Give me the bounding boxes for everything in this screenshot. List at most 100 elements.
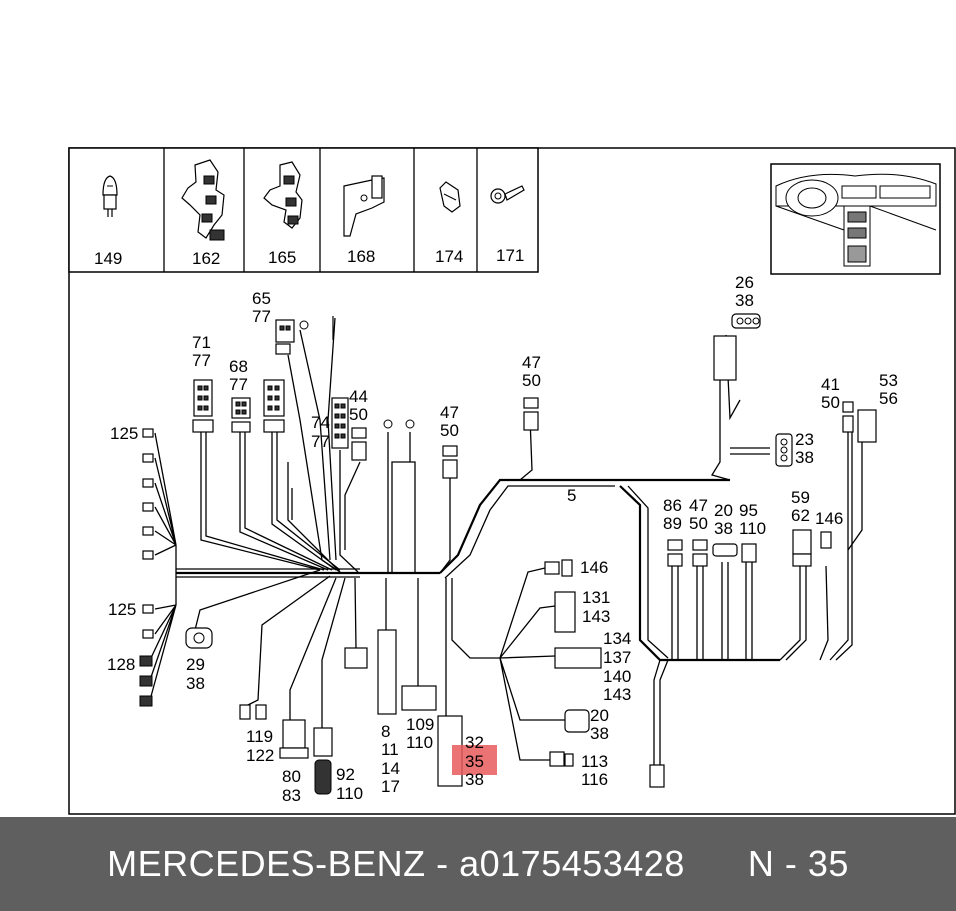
part-number: a0175453428	[459, 843, 685, 884]
callout-label: 38	[465, 770, 484, 789]
callout-label: 95	[739, 501, 758, 520]
callout-label: 77	[229, 375, 248, 394]
brand-name: MERCEDES-BENZ	[107, 843, 426, 884]
callout-label: 50	[440, 421, 459, 440]
callout-label: 125	[108, 600, 136, 619]
harness-components	[139, 313, 877, 795]
position-label: N - 35	[747, 843, 849, 884]
cable-holder-icon	[181, 159, 225, 241]
callout-label: 50	[522, 371, 541, 390]
callout-label: 38	[714, 519, 733, 538]
callout-label: 77	[192, 351, 211, 370]
callout-label: 110	[406, 733, 433, 752]
cable-holder-icon	[263, 161, 303, 229]
ring-terminal-icon	[383, 419, 415, 429]
connector-icon	[192, 379, 214, 433]
callout-label: 26	[735, 273, 754, 292]
callout-label: 20	[714, 501, 733, 520]
plug-icon	[139, 428, 154, 707]
connector-icon	[351, 427, 367, 461]
separator: -	[425, 843, 460, 884]
spacer	[685, 843, 748, 884]
callout-label: 89	[663, 514, 682, 533]
callout-label: 8	[381, 722, 390, 741]
callout-label: 119	[246, 727, 273, 746]
callout-label: 47	[440, 403, 459, 422]
callout-label: 110	[336, 784, 363, 803]
connector-icon	[523, 397, 539, 431]
callout-label: 29	[186, 655, 205, 674]
callout-label: 62	[791, 506, 810, 525]
callout-label: 38	[735, 291, 754, 310]
callout-label: 50	[821, 393, 840, 412]
part-footer: MERCEDES-BENZ - a0175453428 N - 35	[0, 817, 956, 911]
callout-label: 140	[603, 667, 631, 686]
accessory-label: 165	[268, 248, 296, 267]
callout-label: 11	[381, 740, 399, 759]
callout-label: 17	[381, 777, 400, 796]
screw-icon	[490, 185, 525, 204]
callout-label: 146	[580, 558, 608, 577]
connector-icon	[544, 559, 665, 788]
callout-label: 80	[282, 767, 301, 786]
callout-label: 71	[192, 333, 211, 352]
connector-icon	[842, 401, 877, 443]
callout-label: 38	[186, 674, 205, 693]
callout-label: 146	[815, 509, 843, 528]
callout-label: 83	[282, 786, 301, 805]
footer-caption: MERCEDES-BENZ - a0175453428 N - 35	[0, 817, 956, 911]
callout-label: 35	[465, 752, 484, 771]
callout-label: 14	[381, 759, 400, 778]
callout-label: 122	[246, 746, 274, 765]
callout-label: 56	[879, 389, 898, 408]
callout-label: 68	[229, 357, 248, 376]
callout-label: 44	[349, 387, 368, 406]
connector-icon	[775, 433, 793, 467]
callout-label: 77	[311, 432, 330, 451]
accessory-label: 149	[94, 249, 122, 268]
callout-label: 128	[107, 655, 135, 674]
callout-labels: 65 77 71 77 68 77 44 50 74 77 47 50 47 5…	[107, 273, 898, 805]
connector-icon	[667, 529, 832, 567]
connector-icon	[231, 397, 251, 433]
connector-icon	[713, 313, 761, 381]
callout-label: 113	[581, 752, 608, 771]
round-connector-icon	[185, 627, 213, 649]
callout-label: 20	[590, 706, 609, 725]
callout-label: 77	[252, 307, 271, 326]
callout-label: 137	[603, 648, 631, 667]
callout-label: 116	[581, 770, 608, 789]
connector-icon	[331, 397, 349, 449]
callout-label: 38	[590, 724, 609, 743]
accessory-label: 168	[347, 247, 375, 266]
clip-icon	[439, 181, 461, 213]
callout-label: 131	[582, 588, 610, 607]
callout-label: 47	[689, 496, 708, 515]
callout-label: 23	[795, 430, 814, 449]
callout-label: 143	[582, 607, 610, 626]
connector-icon	[442, 445, 458, 479]
bracket-icon	[343, 175, 385, 237]
callout-label: 41	[821, 375, 840, 394]
highlight-marker	[452, 745, 497, 775]
dashboard-inset	[770, 163, 941, 275]
accessory-label: 162	[192, 249, 220, 268]
callout-label: 50	[349, 405, 368, 424]
callout-label: 125	[110, 424, 138, 443]
callout-label: 65	[252, 289, 271, 308]
callout-label: 134	[603, 629, 631, 648]
connector-icon	[263, 379, 285, 433]
accessory-parts-strip: 149 162 165 168 174 171	[68, 147, 539, 273]
callout-label: 109	[406, 715, 434, 734]
harness-wires	[149, 317, 863, 765]
callout-label: 53	[879, 371, 898, 390]
callout-label: 38	[795, 448, 814, 467]
accessory-label: 171	[496, 246, 524, 265]
bulb-icon	[102, 175, 118, 217]
callout-label: 50	[689, 514, 708, 533]
callout-label: 110	[739, 519, 766, 538]
callout-label: 5	[567, 486, 576, 505]
callout-label: 143	[603, 685, 631, 704]
callout-label: 92	[336, 765, 355, 784]
